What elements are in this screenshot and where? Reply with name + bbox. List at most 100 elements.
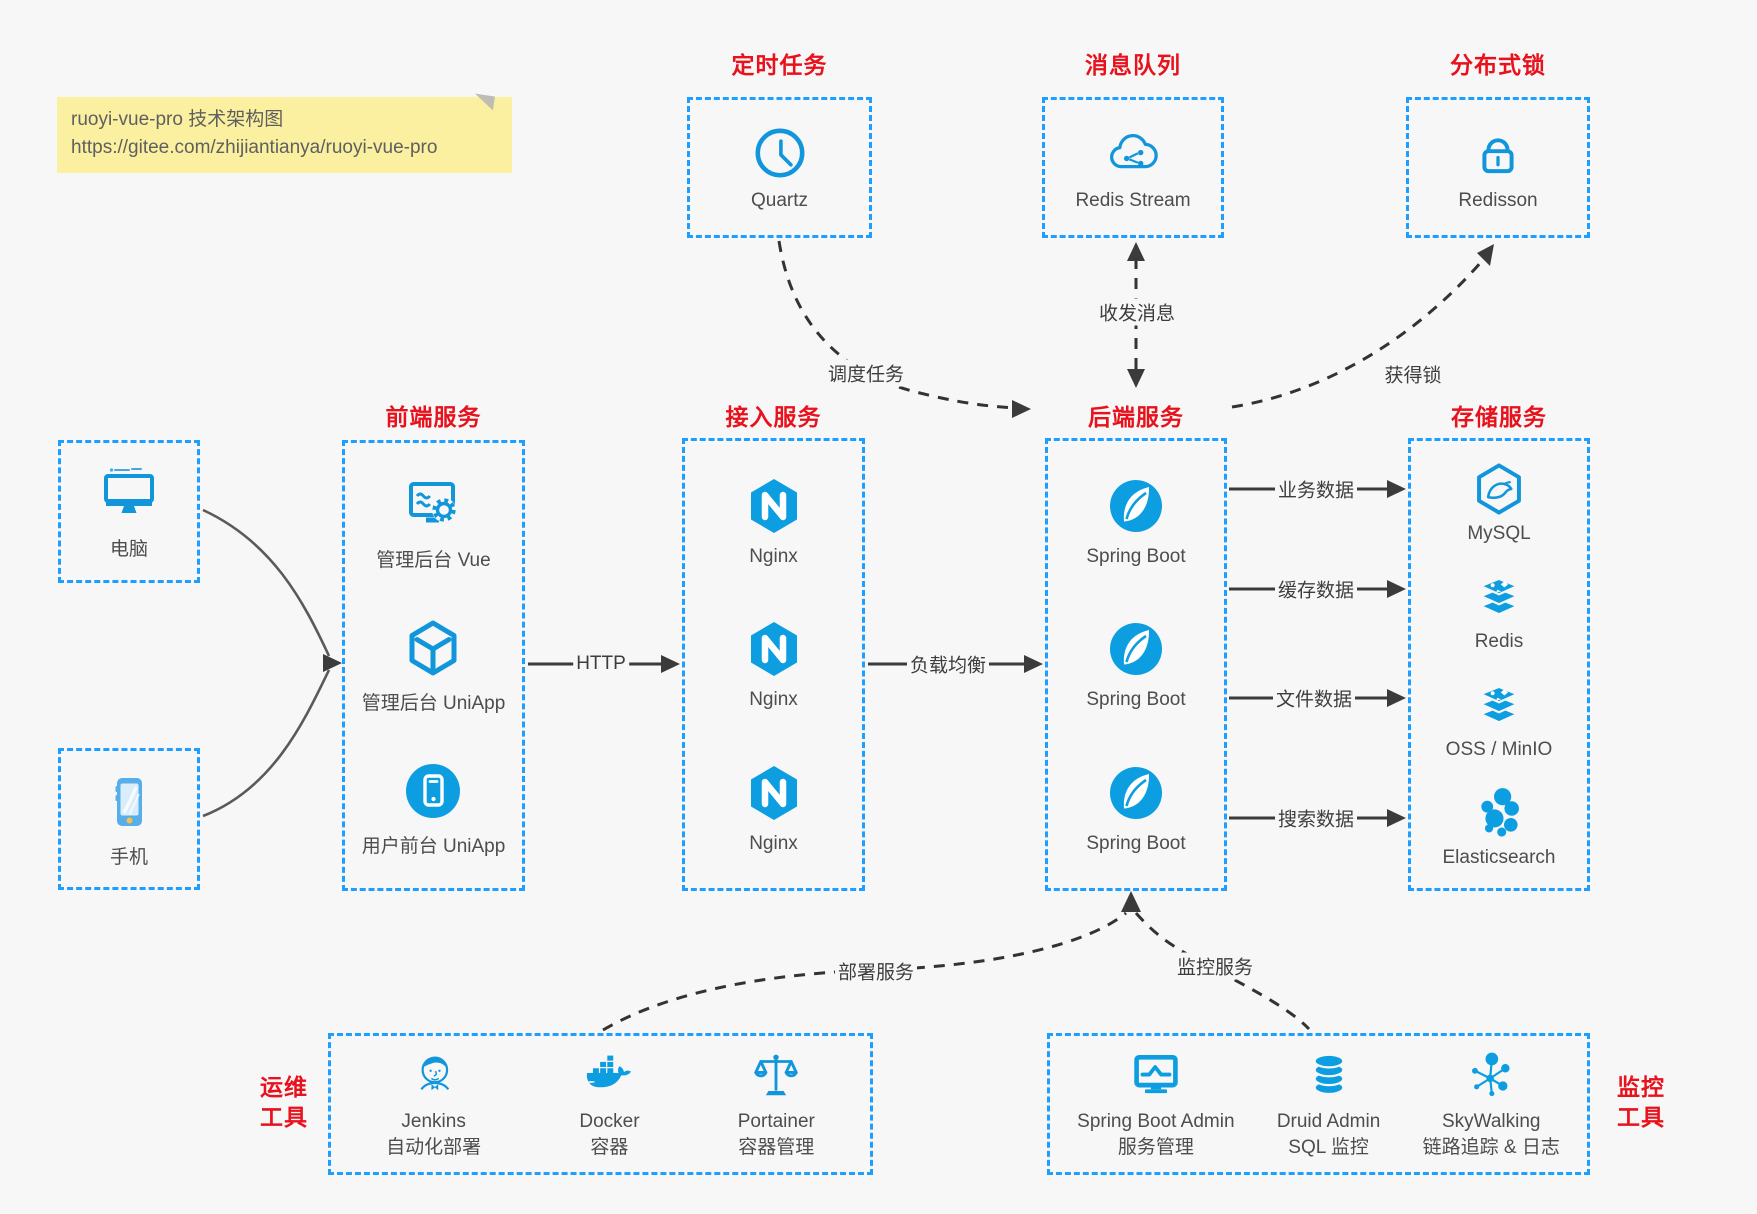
arrowhead-redis <box>1387 580 1406 598</box>
sba-item: Spring Boot Admin 服务管理 <box>1077 1048 1235 1161</box>
box-client-computer: 电脑 <box>58 440 200 583</box>
admin-vue-item: 管理后台 Vue <box>376 473 491 572</box>
spring-boot-admin-icon <box>1134 1054 1178 1093</box>
redis-stack-icon <box>1478 577 1520 616</box>
lock-icon <box>1482 137 1514 173</box>
monitoring-tools-title: 监控 工具 <box>1605 1072 1677 1132</box>
nginx-label-1: Nginx <box>749 545 798 567</box>
druid-desc: SQL 监控 <box>1288 1136 1369 1158</box>
quartz-label: Quartz <box>750 189 809 211</box>
arrowhead-lock <box>1477 244 1494 266</box>
phone-label: 手机 <box>109 846 148 868</box>
springboot-label-1: Spring Boot <box>1086 545 1186 567</box>
arrowhead-backend <box>1024 655 1043 673</box>
note-title: ruoyi-vue-pro 技术架构图 <box>71 109 284 130</box>
redisson-label: Redisson <box>1458 189 1538 211</box>
skywalking-name: SkyWalking <box>1441 1110 1541 1132</box>
spring-boot-icon <box>1109 479 1162 532</box>
edge-label-monitor: 监控服务 <box>1173 952 1257 980</box>
edge-label-http: HTTP <box>573 653 629 675</box>
arrowhead-message-up <box>1127 242 1145 261</box>
nginx-label-3: Nginx <box>749 833 798 855</box>
jenkins-item: Jenkins 自动化部署 <box>386 1048 481 1161</box>
nginx-label-2: Nginx <box>749 689 798 711</box>
oss-item: OSS / MinIO <box>1446 676 1552 761</box>
skywalking-desc: 链路追踪 & 日志 <box>1422 1136 1560 1158</box>
redisson-item: Redisson <box>1458 124 1538 212</box>
box-client-phone: 手机 <box>58 748 200 890</box>
elasticsearch-item: Elasticsearch <box>1443 784 1556 869</box>
quartz-item: Quartz <box>751 124 809 212</box>
smartphone-icon <box>115 777 142 826</box>
admin-uniapp-item: 管理后台 UniApp <box>361 616 506 715</box>
springboot-item-2: Spring Boot <box>1086 617 1186 711</box>
admin-vue-label: 管理后台 Vue <box>376 550 491 571</box>
edge-label-message: 收发消息 <box>1095 298 1179 326</box>
ops-title-line2: 工具 <box>260 1104 308 1130</box>
spring-boot-icon <box>1109 767 1162 820</box>
redis-stream-label: Redis Stream <box>1075 189 1191 211</box>
jenkins-desc: 自动化部署 <box>386 1136 482 1158</box>
skywalking-item: SkyWalking 链路追踪 & 日志 <box>1423 1048 1560 1161</box>
arrowhead-mysql <box>1387 480 1406 498</box>
edge-label-schedule: 调度任务 <box>824 359 908 387</box>
edge-label-load-balance: 负载均衡 <box>906 650 990 678</box>
arrowhead-schedule <box>1012 400 1031 418</box>
group-title-frontend: 前端服务 <box>385 404 482 430</box>
cloud-network-icon <box>1110 133 1158 168</box>
box-backend: Spring Boot Spring Boot Spring Boot <box>1045 438 1227 891</box>
arrowhead-oss <box>1387 689 1406 707</box>
box-frontend: 管理后台 Vue 管理后台 UniApp 用户前台 UniApp <box>342 440 525 891</box>
box-storage: MySQL Redis OSS / MinIO <box>1408 438 1590 891</box>
docker-item: Docker 容器 <box>579 1048 640 1161</box>
phone-item: 手机 <box>97 770 161 869</box>
computer-icon <box>104 468 154 513</box>
skywalking-icon <box>1472 1052 1510 1096</box>
edge-label-file-data: 文件数据 <box>1272 684 1356 712</box>
group-title-backend: 后端服务 <box>1088 404 1184 430</box>
druid-database-icon <box>1313 1053 1345 1095</box>
user-uniapp-label: 用户前台 UniApp <box>361 836 506 857</box>
arrowhead-backend-bottom <box>1121 891 1141 912</box>
springboot-item-3: Spring Boot <box>1086 761 1186 855</box>
box-message-queue: Redis Stream <box>1042 97 1224 238</box>
elasticsearch-icon <box>1481 787 1519 837</box>
box-monitoring-tools: Spring Boot Admin 服务管理 Druid Admin SQL 监… <box>1047 1033 1590 1175</box>
clock-icon <box>755 128 804 177</box>
docker-name: Docker <box>579 1110 640 1132</box>
arrowhead-elasticsearch <box>1387 809 1406 827</box>
computer-label: 电脑 <box>109 539 148 560</box>
nginx-item-1: Nginx <box>742 474 806 568</box>
admin-uniapp-label: 管理后台 UniApp <box>361 693 506 714</box>
uniapp-cube-icon <box>409 620 457 676</box>
monitoring-title-line1: 监控 <box>1617 1074 1665 1100</box>
admin-vue-icon <box>409 482 457 523</box>
group-title-storage: 存储服务 <box>1451 404 1547 430</box>
druid-item: Druid Admin SQL 监控 <box>1276 1048 1381 1161</box>
ops-title-line1: 运维 <box>260 1074 308 1100</box>
springboot-label-2: Spring Boot <box>1086 689 1186 711</box>
springboot-label-3: Spring Boot <box>1086 833 1186 855</box>
jenkins-icon <box>420 1056 449 1090</box>
monitoring-title-line2: 工具 <box>1617 1104 1665 1130</box>
portainer-scales-icon <box>754 1054 798 1095</box>
portainer-desc: 容器管理 <box>738 1136 815 1158</box>
nginx-icon <box>750 622 797 677</box>
nginx-item-2: Nginx <box>742 617 806 711</box>
portainer-item: Portainer 容器管理 <box>738 1048 815 1161</box>
edge-label-acquire-lock: 获得锁 <box>1381 360 1445 388</box>
druid-name: Druid Admin <box>1276 1110 1381 1132</box>
nginx-icon <box>750 766 797 821</box>
sba-name: Spring Boot Admin <box>1077 1110 1235 1132</box>
computer-item: 电脑 <box>97 462 161 561</box>
user-uniapp-item: 用户前台 UniApp <box>361 759 506 858</box>
docker-icon <box>587 1055 632 1087</box>
oss-minio-stack-icon <box>1478 685 1520 724</box>
redis-stream-item: Redis Stream <box>1075 124 1191 212</box>
edge-label-search-data: 搜索数据 <box>1274 804 1358 832</box>
group-title-mq: 消息队列 <box>1085 52 1181 78</box>
sba-desc: 服务管理 <box>1117 1136 1194 1158</box>
arrowhead-message-down <box>1127 369 1145 388</box>
user-app-icon <box>406 764 461 818</box>
box-gateway: Nginx Nginx Nginx <box>682 438 865 891</box>
